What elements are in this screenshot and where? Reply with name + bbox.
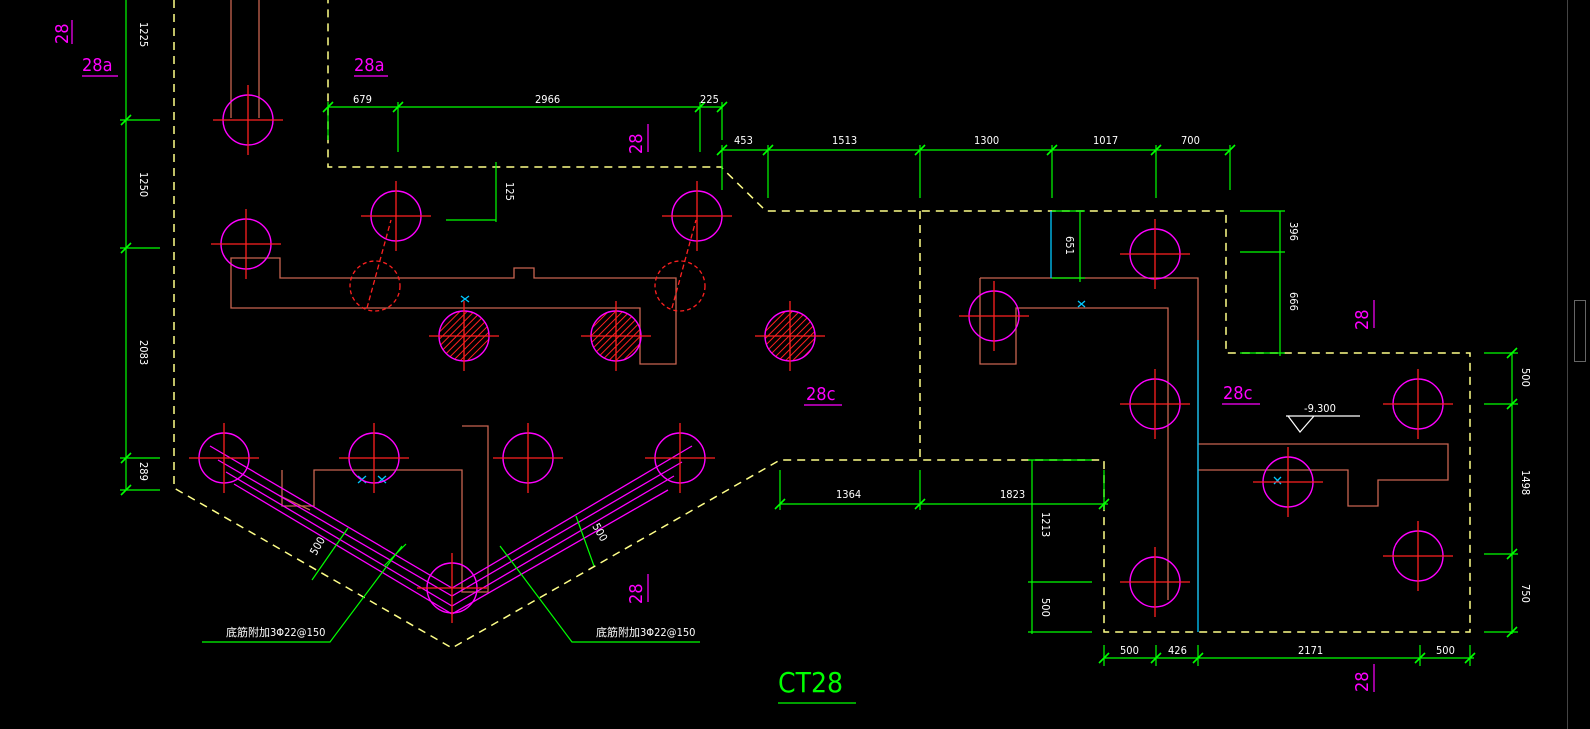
drawing-text: 28a 28a 28c 28c 28 28 28 28 28 CT28 -9.3… (52, 22, 1532, 699)
dim-text: 679 (353, 93, 372, 106)
dim-text: 666 (1287, 292, 1300, 311)
pile (417, 553, 487, 623)
dim-text: 396 (1287, 222, 1300, 241)
rebar-note: 底筋附加3Φ22@150 (226, 625, 325, 639)
level-mark: -9.300 (1304, 402, 1336, 415)
wall-outlines (230, 0, 1449, 600)
section-label: 28c (806, 384, 836, 405)
pile (662, 181, 732, 251)
scrollbar-thumb[interactable] (1574, 300, 1586, 362)
pile (1383, 369, 1453, 439)
dim-text: 1250 (137, 172, 150, 197)
dim-text: 651 (1063, 236, 1076, 255)
dim-text: 1213 (1039, 512, 1052, 537)
dim-text: 289 (137, 462, 150, 481)
dim-text: 453 (734, 134, 753, 147)
pile (1383, 521, 1453, 591)
dim-text: 1225 (137, 22, 150, 47)
dim-text: 1364 (836, 488, 861, 501)
pile (755, 301, 825, 371)
dim-text: 1513 (832, 134, 857, 147)
section-mark: 28 (1352, 309, 1373, 330)
dimension-lines (120, 0, 1518, 666)
dim-text: 500 (1120, 644, 1139, 657)
rebar-note: 底筋附加3Φ22@150 (596, 625, 695, 639)
dimension-ticks (120, 101, 1518, 664)
label-underlines (71, 20, 1375, 692)
section-mark: 28 (52, 23, 73, 44)
section-mark: 28 (626, 583, 647, 604)
dim-text: 2966 (535, 93, 560, 106)
cyan-lines (357, 211, 1282, 632)
pile (339, 423, 409, 493)
section-label: 28a (82, 55, 113, 76)
dim-text: 125 (503, 182, 516, 201)
drawing-title: CT28 (778, 666, 843, 699)
dim-text: 2083 (137, 340, 150, 365)
pile (361, 181, 431, 251)
dim-text: 500 (1436, 644, 1455, 657)
section-mark: 28 (1352, 671, 1373, 692)
dim-text: 750 (1519, 584, 1532, 603)
dim-text: 2171 (1298, 644, 1323, 657)
pile (211, 209, 281, 279)
pile (654, 219, 706, 312)
pile (581, 301, 651, 371)
pile (1120, 547, 1190, 617)
vertical-scrollbar[interactable] (1567, 0, 1590, 729)
pile (959, 281, 1029, 351)
level-symbol (1286, 415, 1360, 433)
pile (645, 423, 715, 493)
dim-text: 700 (1181, 134, 1200, 147)
section-label: 28c (1223, 383, 1253, 404)
dim-text: 1498 (1519, 470, 1532, 495)
pile (1120, 219, 1190, 289)
pile (1120, 369, 1190, 439)
dim-text: 225 (700, 93, 719, 106)
dim-text: 500 (1039, 598, 1052, 617)
section-label: 28a (354, 55, 385, 76)
pile (189, 423, 259, 493)
dim-text: 1823 (1000, 488, 1025, 501)
pile (349, 219, 401, 312)
pile (493, 423, 563, 493)
pile (429, 301, 499, 371)
pile (213, 85, 283, 155)
dim-text: 1300 (974, 134, 999, 147)
dim-text: 1017 (1093, 134, 1118, 147)
pile (1253, 447, 1323, 517)
piles (189, 85, 1453, 623)
section-mark: 28 (626, 133, 647, 154)
dim-text: 500 (1519, 368, 1532, 387)
dim-text: 426 (1168, 644, 1187, 657)
